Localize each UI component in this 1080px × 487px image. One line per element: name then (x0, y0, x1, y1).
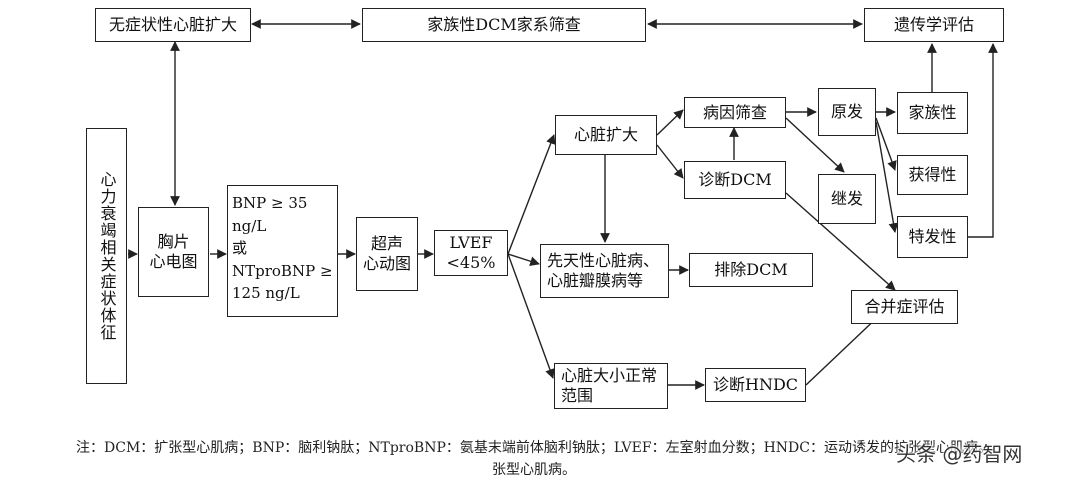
footnote: 注：DCM：扩张型心肌病；BNP：脑利钠肽；NTproBNP：氨基末端前体脑利钠… (76, 440, 992, 478)
arrow-lvef-normal (507, 253, 555, 379)
node-secondary: 继发 (818, 174, 876, 224)
node-hf-symptoms: 心力衰竭相关症状体征 (86, 128, 127, 384)
arrow-hndc-comorbidity (805, 311, 884, 386)
arrow-enlarged-diagnose (656, 144, 684, 179)
arrow-primary-acquired (875, 117, 897, 171)
arrow-lvef-congenital (507, 253, 540, 266)
node-idiopathic: 特发性 (897, 216, 968, 258)
arrow-etiology-secondary (785, 117, 845, 173)
node-enlarged: 心脏扩大 (555, 115, 657, 155)
arrow-diagnose-comorbidity (785, 192, 896, 291)
arrow-enlarged-etiology (656, 109, 684, 136)
node-familial: 家族性 (897, 92, 968, 134)
node-bnp: BNP ≥ 35 ng/L 或 NTproBNP ≥ 125 ng/L (227, 185, 338, 317)
node-echo: 超声 心动图 (356, 217, 418, 291)
node-primary: 原发 (818, 88, 876, 136)
node-cxr-ecg: 胸片 心电图 (138, 207, 209, 297)
node-exclude-dcm: 排除DCM (689, 253, 813, 287)
watermark: 头条 @药智网 (896, 442, 1023, 466)
node-genetic-eval: 遗传学评估 (864, 8, 1004, 42)
node-normal-size: 心脏大小正常 范围 (554, 363, 668, 409)
node-acquired: 获得性 (897, 155, 968, 195)
node-congenital: 先天性心脏病、 心脏瓣膜病等 (540, 244, 669, 298)
arrow-lvef-enlarged (507, 134, 556, 255)
node-etiology: 病因筛查 (684, 97, 786, 128)
node-family-screen: 家族性DCM家系筛查 (362, 8, 646, 42)
node-diagnose-dcm: 诊断DCM (684, 161, 786, 199)
node-lvef: LVEF <45% (434, 230, 508, 276)
node-diagnose-hndc: 诊断HNDC (705, 368, 806, 402)
node-comorbidity: 合并症评估 (851, 290, 958, 324)
arrow-idiopathic-genetic (968, 43, 998, 238)
arrow-primary-idiopathic (875, 121, 899, 233)
node-asymptomatic: 无症状性心脏扩大 (95, 8, 251, 42)
